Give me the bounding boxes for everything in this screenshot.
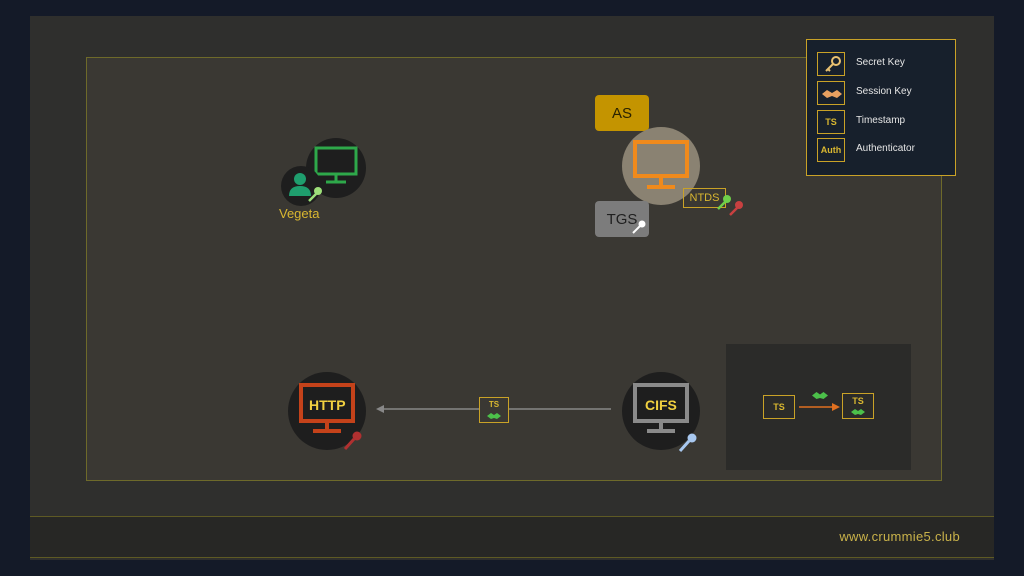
legend: Secret Key Session Key TS Timestamp Auth… [806,39,956,176]
monitor-icon [633,383,689,433]
client-name-label: Vegeta [279,206,320,221]
key-icon [308,187,322,202]
legend-swatch: TS [817,110,845,134]
handshake-icon [822,90,842,98]
timestamp-label: TS [488,400,500,409]
cifs-label: CIFS [645,397,677,413]
timestamp-message-box: TS [479,397,509,423]
http-label: HTTP [309,397,346,413]
legend-label: Authenticator [856,143,915,154]
footer-bar: www.crummie5.club [30,516,994,558]
legend-swatch [817,81,845,105]
key-icon [825,56,841,72]
key-icon [632,220,646,234]
tgs-box: TGS [595,201,649,237]
user-avatar-circle [281,166,321,206]
user-icon [289,173,311,196]
monitor-icon [314,146,358,184]
handshake-icon [812,392,828,399]
legend-label: Timestamp [856,115,906,126]
tgs-label: TGS [606,210,638,228]
legend-item-timestamp: TS Timestamp [817,110,953,136]
handshake-icon [487,413,501,419]
site-url: www.crummie5.club [839,529,960,544]
legend-label: Secret Key [856,57,905,68]
as-label: AS [611,104,632,122]
encrypted-timestamp-box: TS [842,393,874,419]
key-icon [678,433,697,453]
monitor-icon [299,383,355,433]
legend-label: Session Key [856,86,912,97]
legend-swatch [817,52,845,76]
encrypt-arrow [799,403,840,411]
key-icon [729,201,743,216]
legend-item-session-key: Session Key [817,81,953,107]
monitor-icon [633,140,689,189]
handshake-icon [851,409,865,415]
legend-item-secret-key: Secret Key [817,52,953,78]
timestamp-label: TS [773,402,785,412]
timestamp-label: TS [852,396,864,406]
legend-item-authenticator: Auth Authenticator [817,138,953,164]
key-icon [343,431,362,451]
ntds-label: NTDS [689,192,720,204]
plain-timestamp-box: TS [763,395,795,419]
key-icon [717,195,731,210]
as-box: AS [595,95,649,131]
legend-swatch: Auth [817,138,845,162]
